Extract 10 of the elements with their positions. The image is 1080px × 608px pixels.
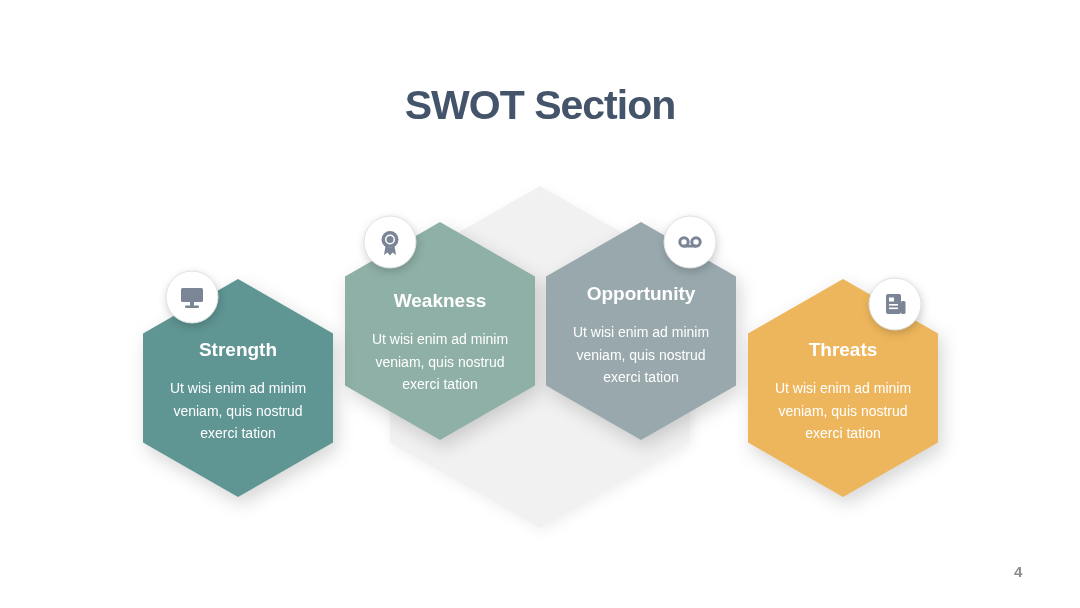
card-body-text: Ut wisi enim ad minim veniam, quis nostrud exerci tation: [370, 330, 510, 394]
card-heading: Strength: [198, 338, 278, 362]
card-body-text: Ut wisi enim ad minim veniam, quis nostrud exerci tation: [571, 323, 711, 387]
card-heading: Weakness: [393, 289, 487, 313]
card-body-text: Ut wisi enim ad minim veniam, quis nostrud exerci tation: [773, 379, 913, 443]
card-body-text: Ut wisi enim ad minim veniam, quis nostrud exerci tation: [168, 379, 308, 443]
card-heading: Threats: [808, 338, 878, 362]
card-heading: Opportunity: [586, 282, 696, 306]
page-number: 4: [1014, 562, 1023, 582]
slide-title: SWOT Section: [403, 81, 677, 130]
